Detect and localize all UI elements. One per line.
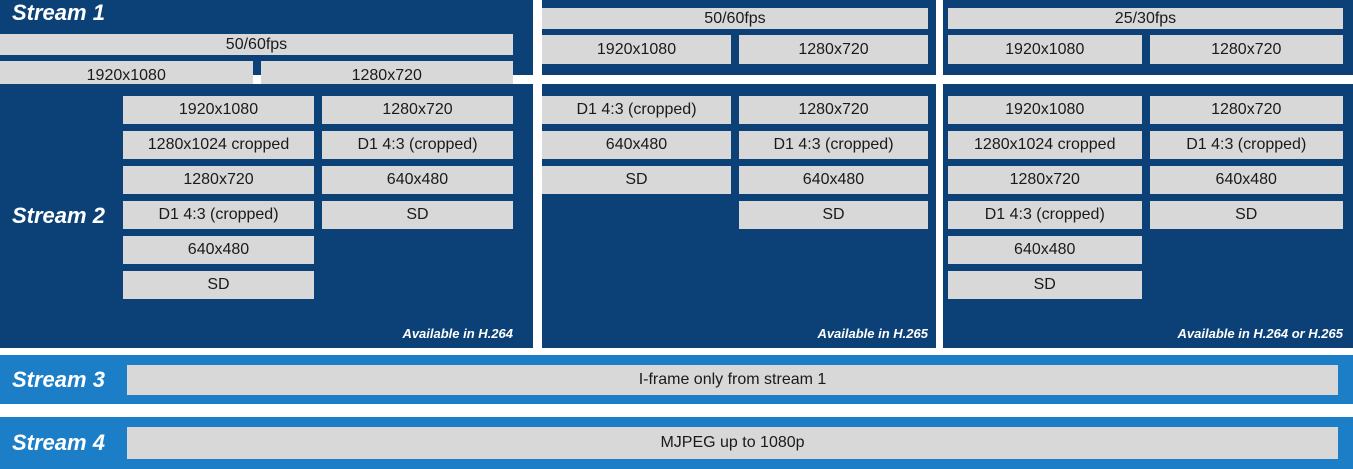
resolution-column: 1280x720 D1 4:3 (cropped) 640x480 SD [1149, 96, 1343, 299]
resolution-box: D1 4:3 (cropped) [542, 96, 731, 124]
resolution-column: 1920x1080 1280x1024 cropped 1280x720 D1 … [948, 96, 1142, 299]
resolution-box: 1280x720 [1149, 96, 1343, 124]
resolution-column: D1 4:3 (cropped) 640x480 SD [542, 96, 731, 229]
stream4-value-box: MJPEG up to 1080p [127, 427, 1338, 459]
resolution-box: 1280x720 [123, 166, 314, 194]
resolution-box: 640x480 [123, 236, 314, 264]
availability-note: Available in H.264 [402, 326, 513, 341]
resolution-box: SD [739, 201, 928, 229]
resolution-box: SD [123, 271, 314, 299]
stream1-panel-3-content: 25/30fps 1920x1080 1280x720 [943, 0, 1353, 64]
stream4-label: Stream 4 [12, 430, 105, 455]
stream1-row: Stream 1 50/60fps 1920x1080 1280x720 50/… [0, 0, 1353, 90]
stream2-panel-2: D1 4:3 (cropped) 640x480 SD 1280x720 D1 … [542, 84, 936, 348]
resolution-box: 640x480 [948, 236, 1142, 264]
stream2-label: Stream 2 [12, 203, 105, 228]
resolution-box: D1 4:3 (cropped) [322, 131, 513, 159]
fps-box: 50/60fps [542, 8, 928, 29]
resolution-box: 640x480 [322, 166, 513, 194]
resolution-box: SD [542, 166, 731, 194]
resolution-box: 1280x720 [322, 96, 513, 124]
resolution-column: 1280x720 D1 4:3 (cropped) 640x480 SD [739, 96, 928, 229]
stream2-label-area: Stream 2 [0, 84, 123, 348]
resolution-box: 640x480 [739, 166, 928, 194]
stream1-label-area: Stream 1 [0, 0, 123, 26]
resolution-box: 1280x720 [739, 96, 928, 124]
stream2-panel-3-content: 1920x1080 1280x1024 cropped 1280x720 D1 … [943, 84, 1353, 299]
resolution-box: 1280x720 [1149, 35, 1343, 64]
resolution-box: SD [1149, 201, 1343, 229]
resolution-box: SD [948, 271, 1142, 299]
stream3-label-area: Stream 3 [0, 367, 127, 393]
availability-note: Available in H.265 [817, 326, 928, 341]
stream1-panel-1-content: 50/60fps 1920x1080 1280x720 [0, 26, 533, 90]
resolution-box: D1 4:3 (cropped) [948, 201, 1142, 229]
stream1-panel-3: 25/30fps 1920x1080 1280x720 [943, 0, 1353, 75]
resolution-box: 1280x720 [948, 166, 1142, 194]
stream2-panel-3: 1920x1080 1280x1024 cropped 1280x720 D1 … [943, 84, 1353, 348]
resolution-row: 1920x1080 1280x720 [948, 35, 1343, 64]
resolution-box: 1280x1024 cropped [123, 131, 314, 159]
stream2-row: Stream 2 1920x1080 1280x1024 cropped 128… [0, 84, 1353, 348]
fps-box: 50/60fps [0, 34, 513, 55]
resolution-box: 640x480 [542, 131, 731, 159]
stream1-panel-1: Stream 1 50/60fps 1920x1080 1280x720 [0, 0, 533, 90]
stream2-panel-1: Stream 2 1920x1080 1280x1024 cropped 128… [0, 84, 533, 348]
stream3-row: Stream 3 I-frame only from stream 1 [0, 355, 1353, 404]
stream4-label-area: Stream 4 [0, 430, 127, 456]
stream4-row: Stream 4 MJPEG up to 1080p [0, 417, 1353, 469]
stream1-label: Stream 1 [12, 0, 105, 25]
stream2-panel-2-content: D1 4:3 (cropped) 640x480 SD 1280x720 D1 … [542, 84, 936, 229]
stream2-panel-1-content: 1920x1080 1280x1024 cropped 1280x720 D1 … [0, 84, 533, 299]
resolution-box: 1920x1080 [948, 35, 1142, 64]
resolution-column: 1920x1080 1280x1024 cropped 1280x720 D1 … [123, 96, 314, 299]
fps-box: 25/30fps [948, 8, 1343, 29]
stream3-label: Stream 3 [12, 366, 105, 392]
stream1-panel-2-content: 50/60fps 1920x1080 1280x720 [542, 0, 936, 64]
resolution-box: 1280x720 [739, 35, 928, 64]
resolution-box: D1 4:3 (cropped) [739, 131, 928, 159]
availability-note: Available in H.264 or H.265 [1177, 326, 1343, 341]
resolution-box: 1920x1080 [948, 96, 1142, 124]
resolution-box: D1 4:3 (cropped) [123, 201, 314, 229]
resolution-box: SD [322, 201, 513, 229]
resolution-column: 1280x720 D1 4:3 (cropped) 640x480 SD [322, 96, 513, 299]
resolution-box: D1 4:3 (cropped) [1149, 131, 1343, 159]
stream1-panel-2: 50/60fps 1920x1080 1280x720 [542, 0, 936, 75]
resolution-box: 1920x1080 [123, 96, 314, 124]
resolution-row: 1920x1080 1280x720 [542, 35, 928, 64]
stream3-value-box: I-frame only from stream 1 [127, 364, 1338, 395]
resolution-box: 1920x1080 [542, 35, 731, 64]
resolution-box: 1280x1024 cropped [948, 131, 1142, 159]
resolution-box: 640x480 [1149, 166, 1343, 194]
